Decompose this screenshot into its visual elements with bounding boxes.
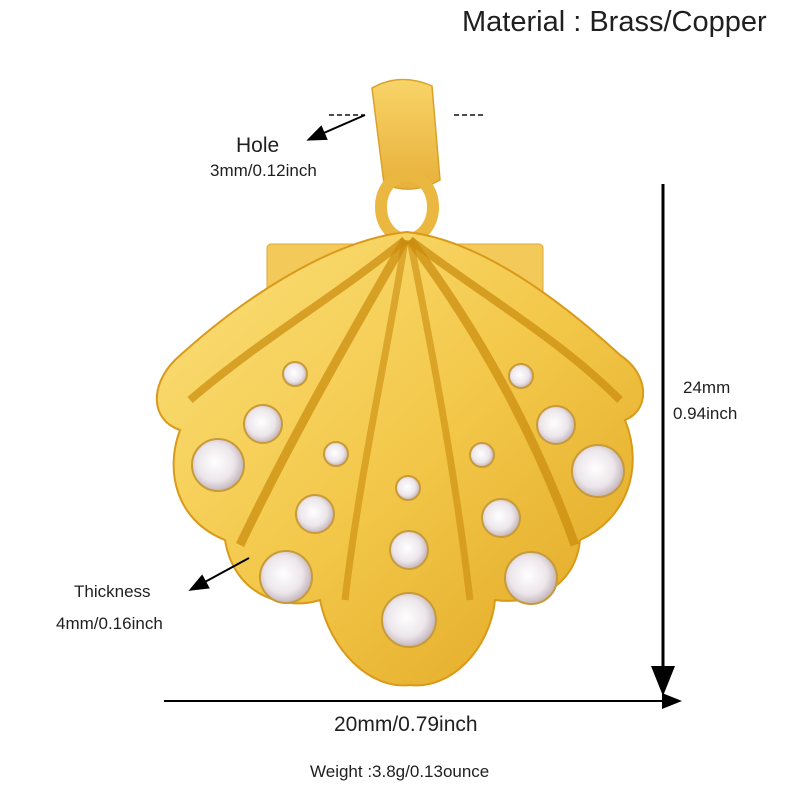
height-mm: 24mm [683, 378, 731, 397]
thickness-arrow [188, 557, 250, 591]
hole-label: Hole [236, 134, 280, 157]
weight-value: Weight :3.8g/0.13ounce [310, 762, 490, 781]
hole-size: 3mm/0.12inch [210, 161, 317, 180]
width-value: 20mm/0.79inch [334, 713, 478, 736]
thickness-label: Thickness [74, 582, 151, 601]
hole-arrow [306, 114, 366, 141]
height-inch: 0.94inch [673, 404, 738, 423]
zircon-stones [191, 361, 625, 648]
material-label: Material : Brass/Copper [462, 6, 767, 38]
thickness-value: 4mm/0.16inch [56, 614, 163, 633]
